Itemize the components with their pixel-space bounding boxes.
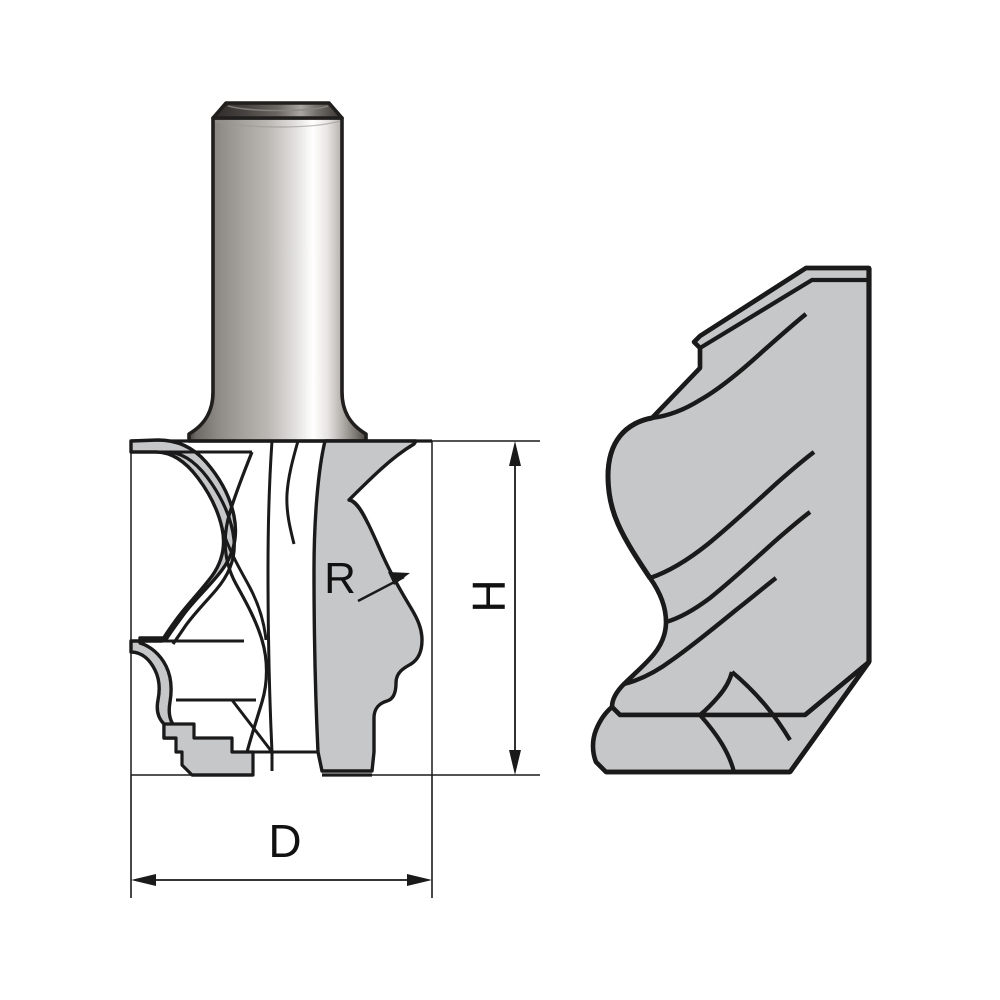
profile-sill-depth-line-1 [698, 713, 737, 773]
h-arrowhead-bottom [509, 750, 521, 775]
center-flute-line-left [266, 440, 274, 771]
isometric-profile-view [590, 265, 872, 775]
shank-top-ellipse-highlight [227, 105, 329, 112]
profile-sill-depth-line-2 [730, 670, 792, 742]
left-ogee-outer-band [129, 438, 238, 740]
cylindrical-shank [187, 101, 368, 443]
front-section-view [129, 101, 433, 777]
r-callout-label: R [324, 554, 356, 603]
clearance-diagonal [230, 699, 274, 753]
profile-bottom-inner-edge [803, 660, 871, 717]
h-dimension-label: H [463, 579, 515, 612]
d-arrowhead-right [407, 874, 432, 886]
shank-chamfer-ellipse [214, 120, 341, 128]
profile-ridge-line-1 [651, 312, 808, 421]
profile-top-edge [698, 265, 869, 338]
profile-top-step-notch [692, 334, 702, 344]
flute-notch-edge [348, 498, 370, 525]
profile-front-ogee-silhouette [605, 415, 653, 580]
diameter-dimension: D [130, 775, 433, 898]
right-cutting-flute-shaded [312, 439, 424, 773]
lower-left-stepped-bead [162, 722, 255, 777]
mid-ogee-curve-outer [223, 451, 269, 772]
profile-depth-line-mid [649, 450, 816, 581]
cutter-body [129, 438, 433, 777]
d-dimension-label: D [268, 815, 301, 867]
profile-top-step-line [698, 277, 869, 350]
d-arrowhead-left [131, 874, 156, 886]
profile-valley-line-1 [665, 510, 812, 625]
molding-profile-solid [605, 265, 872, 718]
center-flute-line-right [285, 440, 300, 545]
profile-lower-step [620, 671, 735, 718]
shank-barrel [187, 116, 368, 443]
r-leader-arrowhead [388, 572, 410, 585]
profile-bottom-right-edge [788, 660, 871, 774]
height-dimension: H [432, 440, 540, 776]
profile-ridge-line-2 [623, 576, 778, 687]
radius-callout: R [324, 554, 410, 603]
mid-ogee-curve-inner [220, 527, 268, 641]
h-arrowhead-top [509, 441, 521, 466]
